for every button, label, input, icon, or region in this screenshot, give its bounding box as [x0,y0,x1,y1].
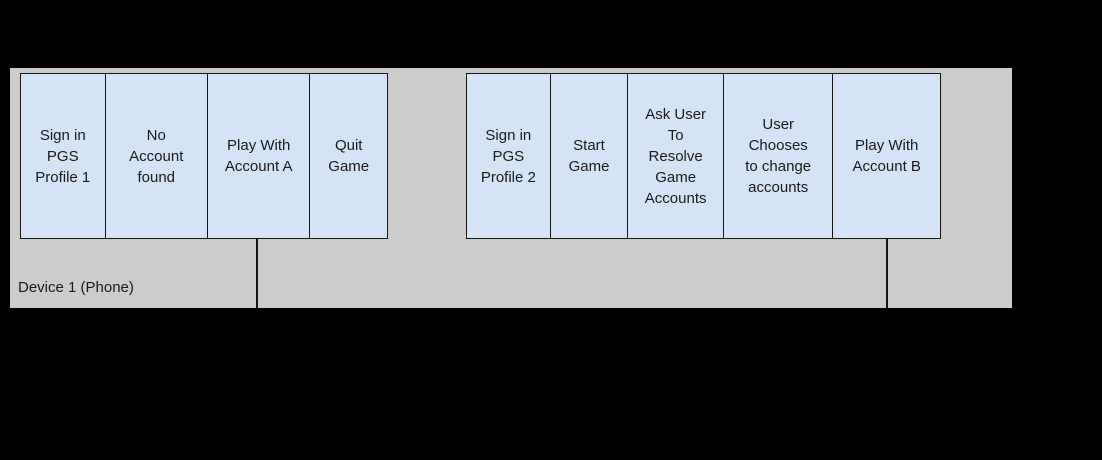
activity-line: Account [129,147,184,165]
lifeline-after-play-with-account-b [886,239,888,308]
activity-box-sign-in-pgs-profile-1[interactable]: Sign in PGS Profile 1 [21,74,106,238]
activity-line: Accounts [644,189,707,207]
activity-box-play-with-account-b[interactable]: Play With Account B [833,74,941,238]
activity-line: Play With [855,137,919,154]
activity-box-sign-in-pgs-profile-2[interactable]: Sign in PGS Profile 2 [467,74,551,238]
activity-line: User [762,116,795,133]
activity-box-play-with-account-a[interactable]: Play With Account A [207,74,311,238]
activity-line: Sign in [39,126,86,144]
activity-line: Game [568,158,610,175]
activity-line: Sign in [485,126,532,144]
activity-group-account-b-flow: Sign in PGS Profile 2 Start Game Ask Use… [466,73,941,239]
activity-line: Quit [334,137,363,154]
activity-line: To [667,126,684,144]
activity-box-user-chooses-to-change-accounts[interactable]: User Chooses to change accounts [723,74,834,238]
activity-line: Start [573,137,605,154]
activity-line: Game [328,158,370,175]
activity-line: accounts [748,179,809,196]
activity-group-account-a-flow: Sign in PGS Profile 1 No Account found P… [20,73,388,239]
activity-box-no-account-found[interactable]: No Account found [105,74,208,238]
activity-line: PGS [492,147,525,165]
activity-box-quit-game[interactable]: Quit Game [310,74,387,238]
activity-box-ask-user-to-resolve-game-accounts[interactable]: Ask User To Resolve Game Accounts [628,74,724,238]
activity-box-start-game[interactable]: Start Game [550,74,629,238]
activity-line: PGS [46,147,79,165]
activity-line: Play With [227,137,291,154]
activity-line: Game [655,168,697,186]
activity-line: found [137,168,176,186]
activity-line: Account A [224,158,293,175]
activity-line: Profile 2 [480,168,536,186]
activity-line: No [146,126,166,144]
activity-line: Ask User [645,105,707,123]
swimlane-label: Device 1 (Phone) [18,279,134,296]
activity-line: Profile 1 [35,168,91,186]
activity-line: Chooses [748,137,808,154]
activity-line: to change [745,158,812,175]
activity-line: Account B [852,158,921,175]
lifeline-after-play-with-account-a [256,239,258,308]
activity-line: Resolve [648,147,703,165]
